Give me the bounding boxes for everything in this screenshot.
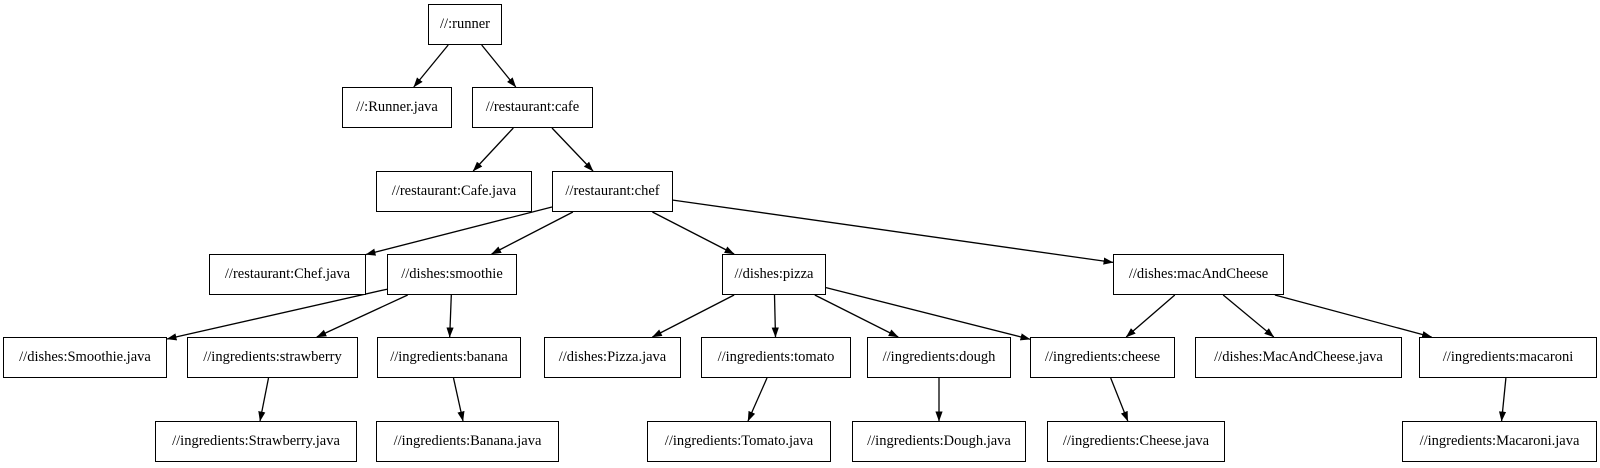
graph-node-banana-java: //ingredients:Banana.java <box>376 421 559 462</box>
edge-mac-and-cheese-to-mac-and-cheese-java <box>1222 294 1275 338</box>
graph-node-mac-and-cheese-java: //dishes:MacAndCheese.java <box>1195 337 1402 378</box>
graph-node-dough-java: //ingredients:Dough.java <box>852 421 1026 462</box>
graph-node-smoothie: //dishes:smoothie <box>387 254 517 295</box>
graph-node-cheese-java: //ingredients:Cheese.java <box>1047 421 1225 462</box>
graph-node-smoothie-java: //dishes:Smoothie.java <box>3 337 167 378</box>
graph-node-cheese: //ingredients:cheese <box>1030 337 1175 378</box>
graph-node-cafe: //restaurant:cafe <box>472 87 593 128</box>
graph-node-macaroni: //ingredients:macaroni <box>1419 337 1597 378</box>
edge-tomato-to-tomato-java <box>747 377 768 422</box>
graph-node-runner-java: //:Runner.java <box>342 87 452 128</box>
graph-node-tomato: //ingredients:tomato <box>701 337 851 378</box>
edge-smoothie-to-banana <box>446 294 454 338</box>
edge-cafe-to-chef <box>551 127 594 172</box>
edge-cheese-to-cheese-java <box>1110 377 1129 422</box>
graph-node-strawberry: //ingredients:strawberry <box>187 337 358 378</box>
edge-runner-to-runner-java <box>413 44 449 88</box>
edge-banana-to-banana-java <box>452 377 465 422</box>
edge-smoothie-to-strawberry <box>316 294 408 338</box>
edge-pizza-to-dough <box>814 294 899 338</box>
graph-node-mac-and-cheese: //dishes:macAndCheese <box>1113 254 1284 295</box>
graph-node-dough: //ingredients:dough <box>867 337 1011 378</box>
edge-runner-to-cafe <box>481 44 517 88</box>
edge-pizza-to-cheese <box>825 286 1031 341</box>
edge-strawberry-to-strawberry-java <box>258 377 270 422</box>
edge-pizza-to-tomato <box>771 294 779 338</box>
edge-mac-and-cheese-to-macaroni <box>1274 294 1433 339</box>
edge-macaroni-to-macaroni-java <box>1498 377 1507 422</box>
edge-chef-to-mac-and-cheese <box>672 199 1114 265</box>
graph-node-tomato-java: //ingredients:Tomato.java <box>647 421 831 462</box>
edge-pizza-to-pizza-java <box>651 294 735 338</box>
graph-node-pizza-java: //dishes:Pizza.java <box>544 337 681 378</box>
graph-node-chef-java: //restaurant:Chef.java <box>209 254 366 295</box>
edge-smoothie-to-smoothie-java <box>166 288 388 341</box>
edge-cafe-to-cafe-java <box>472 127 514 172</box>
graph-node-macaroni-java: //ingredients:Macaroni.java <box>1402 421 1597 462</box>
edge-chef-to-chef-java <box>365 206 553 256</box>
graph-node-chef: //restaurant:chef <box>552 171 673 212</box>
edge-mac-and-cheese-to-cheese <box>1125 294 1176 338</box>
graph-node-strawberry-java: //ingredients:Strawberry.java <box>155 421 357 462</box>
graph-node-pizza: //dishes:pizza <box>722 254 826 295</box>
graph-node-banana: //ingredients:banana <box>377 337 521 378</box>
edge-chef-to-smoothie <box>491 211 574 255</box>
graph-node-cafe-java: //restaurant:Cafe.java <box>376 171 532 212</box>
graph-node-runner: //:runner <box>428 4 502 45</box>
edge-chef-to-pizza <box>652 211 735 255</box>
